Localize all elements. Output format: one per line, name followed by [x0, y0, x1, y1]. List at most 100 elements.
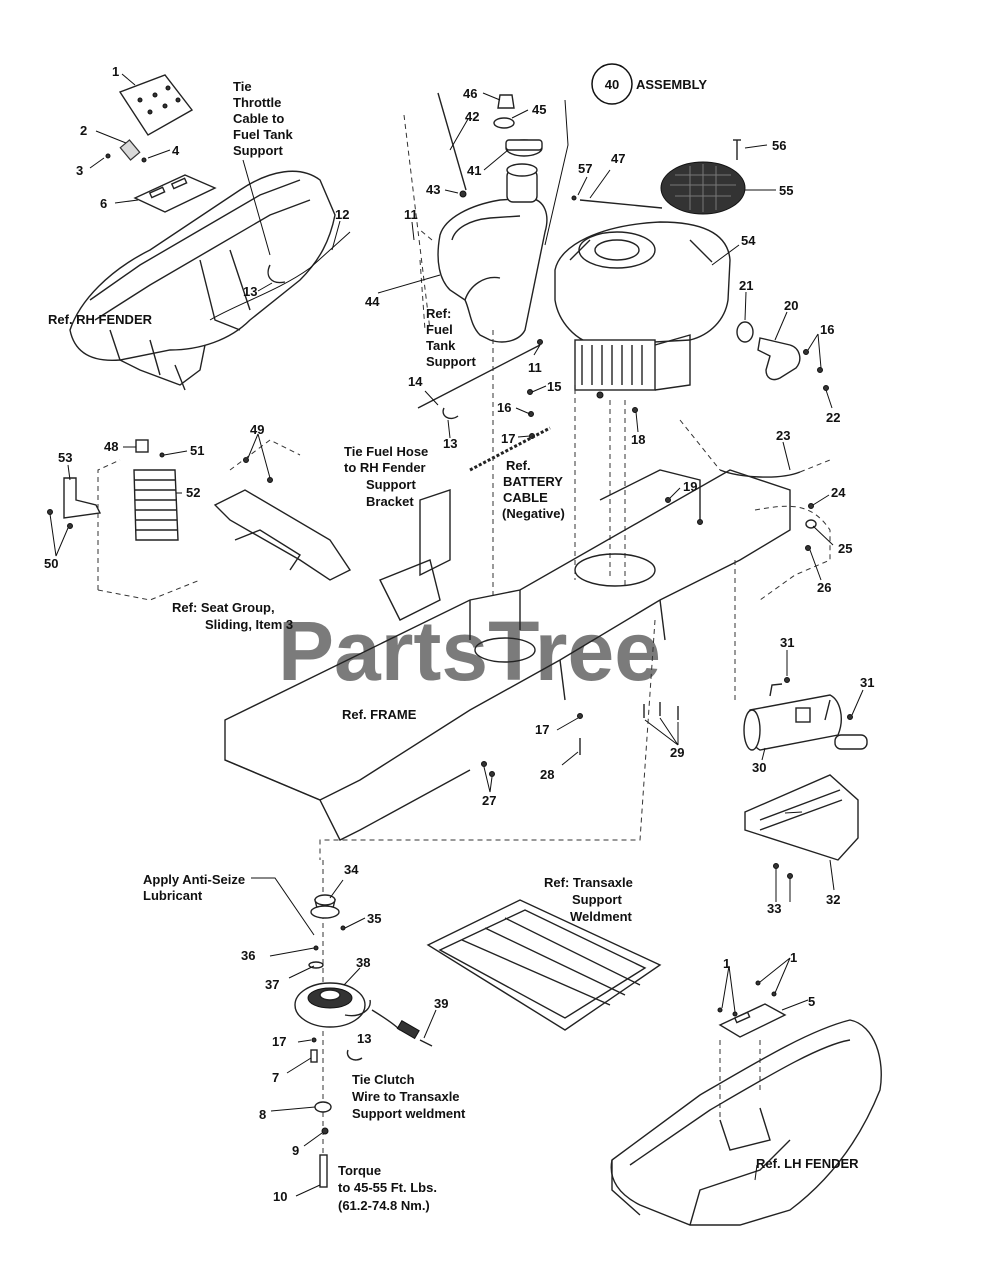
callout-22: 22 [826, 410, 840, 425]
note-tie-fuel-hose-2: Support [366, 477, 416, 492]
callout-17a: 17 [501, 431, 515, 446]
note-ref-frame: Ref. FRAME [342, 707, 417, 722]
rod-42 [437, 92, 467, 191]
callout-48: 48 [104, 439, 118, 454]
note-tie-clutch-1: Wire to Transaxle [352, 1089, 460, 1104]
callout-17b: 17 [535, 722, 549, 737]
note-transaxle-2: Weldment [570, 909, 633, 924]
fuel-tank-44 [419, 197, 548, 343]
callout-5: 5 [808, 994, 815, 1009]
screw-57 [571, 195, 577, 201]
callout-4: 4 [172, 143, 180, 158]
assembly-circle [591, 63, 633, 105]
screw-36 [313, 945, 319, 951]
callout-41: 41 [467, 163, 481, 178]
note-tie-clutch-0: Tie Clutch [352, 1072, 415, 1087]
callout-11b: 11 [528, 360, 542, 375]
note-seat-group-1: Sliding, Item 3 [205, 617, 293, 632]
assembly-label: ASSEMBLY [636, 77, 707, 92]
seat-dash-box [97, 439, 301, 601]
connector-39 [396, 1019, 420, 1040]
note-ref-fuel-tank-2: Tank [426, 338, 456, 353]
callout-16a: 16 [820, 322, 834, 337]
note-transaxle-1: Support [572, 892, 622, 907]
callout-1a: 1 [112, 64, 119, 79]
rod-47 [579, 199, 663, 209]
screw-1b [717, 1007, 723, 1013]
callout-31b: 31 [860, 675, 874, 690]
callout-12: 12 [335, 207, 349, 222]
screw-3 [105, 153, 111, 159]
callout-18: 18 [631, 432, 645, 447]
note-battery-2: CABLE [503, 490, 548, 505]
screw-27a [481, 761, 487, 767]
washer-9 [321, 1127, 329, 1135]
callout-46: 46 [463, 86, 477, 101]
tie-13a [267, 264, 286, 284]
screw-33b [787, 873, 793, 879]
callout-23: 23 [776, 428, 790, 443]
callout-39: 39 [434, 996, 448, 1011]
heat-shield-32 [744, 774, 859, 861]
frame-dash-lower [319, 560, 736, 860]
frame [224, 469, 791, 841]
frame-dash-right [754, 505, 831, 601]
callout-42: 42 [465, 109, 479, 124]
clutch-38 [294, 982, 371, 1028]
callout-37: 37 [265, 977, 279, 992]
tie-13c [346, 1049, 363, 1061]
callout-44: 44 [365, 294, 380, 309]
hose-dash [679, 419, 831, 473]
note-torque-1: to 45-55 Ft. Lbs. [338, 1180, 437, 1195]
spring-52 [133, 469, 179, 541]
callout-35: 35 [367, 911, 381, 926]
callout-11a: 11 [404, 207, 418, 222]
callout-31a: 31 [780, 635, 794, 650]
fuel-cap-41-body [505, 139, 543, 151]
vent-46 [497, 94, 515, 109]
note-ref-fuel-tank-1: Fuel [426, 322, 453, 337]
callout-33: 33 [767, 901, 781, 916]
callout-15: 15 [547, 379, 561, 394]
callout-7: 7 [272, 1070, 279, 1085]
note-tie-throttle-4: Support [233, 143, 283, 158]
assembly-number: 40 [605, 77, 619, 92]
lh-bracket-5 [718, 1003, 787, 1038]
callout-38: 38 [356, 955, 370, 970]
nut-50a [47, 509, 53, 515]
nut-16b [817, 367, 823, 373]
note-tie-throttle-1: Throttle [233, 95, 281, 110]
screw-49b [267, 477, 273, 483]
washer-45 [493, 117, 515, 129]
gasket-21 [736, 321, 754, 343]
bolt-24 [808, 503, 814, 509]
screw-33a [773, 863, 779, 869]
callout-2: 2 [80, 123, 87, 138]
note-tie-throttle-3: Fuel Tank [233, 127, 293, 142]
callout-56: 56 [772, 138, 786, 153]
leader-lines [49, 73, 864, 1197]
screw-15 [527, 389, 533, 395]
note-ref-fuel-tank-3: Support [426, 354, 476, 369]
bolt-10 [319, 1154, 328, 1188]
callout-30: 30 [752, 760, 766, 775]
transaxle-support [426, 899, 662, 1031]
washer-16b [528, 411, 534, 417]
note-tie-throttle-2: Cable to [233, 111, 284, 126]
callout-13c: 13 [357, 1031, 371, 1046]
connector-39-tip [419, 1039, 433, 1047]
pulley-34 [310, 894, 340, 919]
callout-9: 9 [292, 1143, 299, 1158]
callout-13a: 13 [243, 284, 257, 299]
nut-43 [459, 190, 467, 198]
plate-1 [118, 74, 194, 136]
battery-cable [469, 426, 551, 472]
key-35 [340, 925, 346, 931]
callout-45: 45 [532, 102, 546, 117]
clip-2 [119, 139, 141, 161]
screw-1c [732, 1011, 738, 1017]
screw-51 [159, 452, 165, 458]
exhaust-pipe-20 [757, 337, 801, 381]
engine-54 [554, 221, 731, 399]
